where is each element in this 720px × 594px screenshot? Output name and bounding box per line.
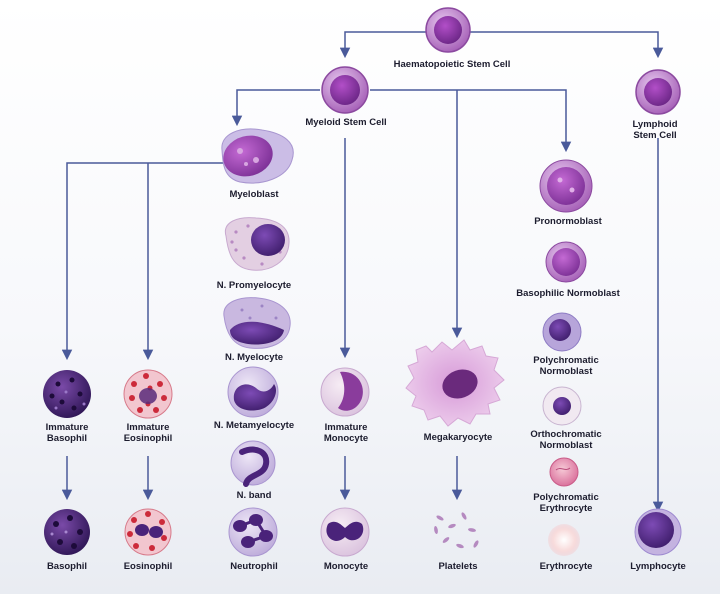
label-neutrophil: Neutrophil — [230, 561, 278, 572]
myeloblast-cell — [221, 128, 294, 184]
label-basophilic-normoblast: Basophilic Normoblast — [516, 288, 620, 299]
erythrocyte-cell — [548, 524, 580, 556]
arrow-hsc-to-lymphoid — [470, 31, 664, 59]
label-eosinophil: Eosinophil — [123, 561, 173, 572]
orthochromatic-normoblast-cell — [542, 386, 582, 426]
label-basophil: Basophil — [46, 561, 88, 572]
label-polychromatic-erythrocyte: Polychromatic Erythrocyte — [533, 492, 599, 514]
n-myelocyte-cell — [223, 297, 291, 349]
hsc-cell — [425, 7, 471, 53]
n-band-cell — [230, 440, 276, 487]
label-immature-monocyte: Immature Monocyte — [323, 422, 369, 444]
monocyte-cell — [320, 507, 370, 557]
neutrophil-cell — [228, 507, 278, 557]
arrow-hsc-to-myeloid — [339, 31, 427, 59]
eosinophil-cell — [124, 508, 172, 556]
basophil-cell — [44, 509, 90, 555]
label-pronormoblast: Pronormoblast — [534, 216, 602, 227]
immature-basophil-cell — [43, 370, 91, 418]
label-myeloblast: Myeloblast — [229, 189, 279, 200]
immature-monocyte-cell — [320, 367, 370, 417]
label-monocyte: Monocyte — [323, 561, 369, 572]
platelets-cells — [434, 512, 479, 549]
arrow-myeloblast-to-basophil-line — [61, 162, 225, 361]
label-n-metamyelocyte: N. Metamyelocyte — [213, 420, 295, 431]
label-lymphocyte: Lymphocyte — [630, 561, 686, 572]
label-hsc: Haematopoietic Stem Cell — [393, 59, 511, 70]
label-polychromatic-normoblast: Polychromatic Normoblast — [533, 355, 599, 377]
megakaryocyte-cell — [405, 339, 505, 427]
myeloid-stem-cell — [321, 66, 369, 114]
n-promyelocyte-cell — [224, 217, 290, 271]
label-n-band: N. band — [236, 490, 272, 501]
label-lymphoid-stem-cell: Lymphoid Stem Cell — [632, 119, 678, 141]
label-orthochromatic-normoblast: Orthochromatic Normoblast — [530, 429, 602, 451]
immature-eosinophil-cell — [123, 369, 173, 419]
label-platelets: Platelets — [438, 561, 478, 572]
label-immature-basophil: Immature Basophil — [45, 422, 89, 444]
lymphoid-stem-cell — [635, 69, 681, 115]
polychromatic-normoblast-cell — [542, 312, 582, 352]
n-metamyelocyte-cell — [227, 366, 279, 418]
pronormoblast-cell — [539, 159, 593, 213]
polychromatic-erythrocyte-cell — [549, 457, 579, 487]
arrows — [61, 31, 664, 513]
label-megakaryocyte: Megakaryocyte — [423, 432, 493, 443]
label-n-promyelocyte: N. Promyelocyte — [216, 280, 292, 291]
basophilic-normoblast-cell — [545, 241, 587, 283]
label-erythrocyte: Erythrocyte — [539, 561, 593, 572]
label-immature-eosinophil: Immature Eosinophil — [123, 422, 173, 444]
arrow-myeloid-to-myeloblast — [231, 89, 320, 127]
label-myeloid-stem-cell: Myeloid Stem Cell — [305, 117, 387, 128]
lymphocyte-cell — [634, 508, 682, 556]
arrow-myeloid-to-pronormoblast — [370, 89, 572, 153]
label-n-myelocyte: N. Myelocyte — [224, 352, 284, 363]
